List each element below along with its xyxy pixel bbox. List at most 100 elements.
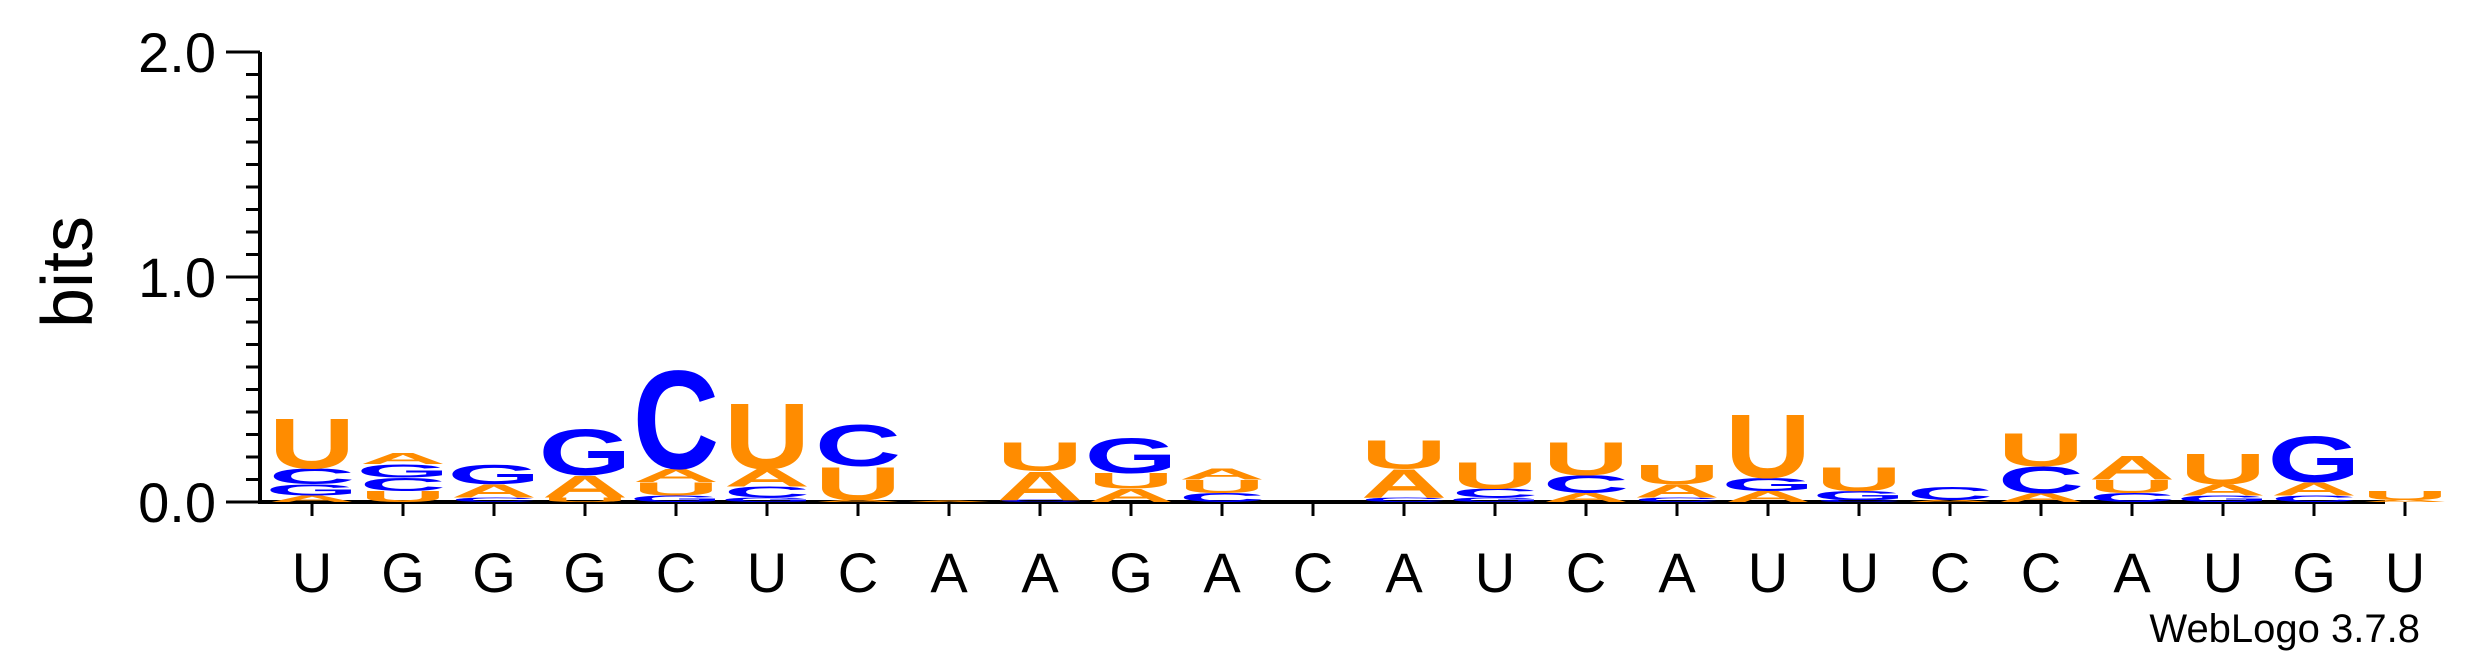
x-tick-label: U xyxy=(2385,541,2425,604)
logo-letter-u: U xyxy=(542,496,628,503)
logo-letter-c: C xyxy=(1179,491,1265,505)
x-tick-label: G xyxy=(381,541,425,604)
axes: 0.0 1.0 2.0 xyxy=(138,21,2385,534)
x-tick-label: A xyxy=(930,541,968,604)
logo-letter-a: A xyxy=(815,499,901,502)
logo-letter-a: A xyxy=(1179,466,1265,483)
logo-letter-g: G xyxy=(1722,474,1815,495)
logo-letter-u: U xyxy=(1088,469,1174,493)
y-axis-label: bits xyxy=(28,216,108,328)
x-tick-label: U xyxy=(1748,541,1788,604)
logo-letter-u: U xyxy=(633,479,719,500)
x-tick-label: A xyxy=(1203,541,1241,604)
x-tick-label: A xyxy=(1385,541,1423,604)
logo-letter-a: A xyxy=(1907,499,1993,502)
logo-letter-a: A xyxy=(2271,479,2357,500)
logo-letter-a: A xyxy=(1634,481,1720,502)
logo-letter-a: A xyxy=(1998,491,2084,505)
logo-letter-c: C xyxy=(1543,471,1629,499)
logo-letter-g: G xyxy=(448,459,541,490)
logo-letter-a: A xyxy=(633,465,719,486)
logo-letter-a: A xyxy=(269,493,355,504)
logo-letter-c: C xyxy=(2089,491,2175,505)
logo-letter-u: U xyxy=(1725,396,1811,497)
logo-letter-u: U xyxy=(1634,459,1720,490)
x-tick-label: U xyxy=(1839,541,1879,604)
logo-letter-c: C xyxy=(724,484,810,501)
logo-letter-c: C xyxy=(1907,483,1993,504)
logo-letter-c: C xyxy=(1634,496,1720,503)
logo-letter-g: G xyxy=(721,496,814,503)
logo-letter-a: A xyxy=(1088,485,1174,506)
x-tick-label: C xyxy=(1566,541,1606,604)
logo-letter-a: A xyxy=(542,469,628,504)
x-tick-label: U xyxy=(1475,541,1515,604)
logo-letter-a: A xyxy=(360,450,446,467)
logo-letter-u: U xyxy=(1361,431,1447,477)
logo-letter-g: G xyxy=(2268,423,2361,496)
x-tick-label: G xyxy=(563,541,607,604)
logo-letter-u: U xyxy=(1179,476,1265,497)
logo-letter-g: G xyxy=(630,493,723,504)
logo-letter-a: A xyxy=(997,463,1083,509)
logo-letter-a: A xyxy=(1543,491,1629,505)
x-tick-label: C xyxy=(838,541,878,604)
logo-letter-a: A xyxy=(2362,499,2448,502)
logo-letter-u: U xyxy=(2089,476,2175,497)
x-tick-label: G xyxy=(2292,541,2336,604)
logo-letter-u: U xyxy=(2180,445,2266,494)
y-tick-label: 2.0 xyxy=(138,21,216,84)
logo-letter-g: G xyxy=(1449,496,1542,503)
logo-letter-a: A xyxy=(2180,481,2266,498)
logo-letter-a: A xyxy=(1361,461,1447,507)
logo-letter-g: G xyxy=(357,461,450,482)
logo-letter-g: G xyxy=(1085,428,1178,484)
logo-letter-u: U xyxy=(360,488,446,505)
weblogo-credit: WebLogo 3.7.8 xyxy=(2149,607,2420,651)
logo-letter-g: G xyxy=(1813,488,1906,502)
x-tick-label: A xyxy=(1021,541,1059,604)
logo-letter-c: C xyxy=(451,496,537,503)
logo-letter-u: U xyxy=(1998,424,2084,476)
x-tick-label: G xyxy=(1109,541,1153,604)
logo-letter-c: C xyxy=(1998,459,2084,501)
logo-letter-g: G xyxy=(266,481,359,498)
logo-letter-u: U xyxy=(997,434,1083,480)
x-tick-label: C xyxy=(1293,541,1333,604)
logo-letter-c: C xyxy=(815,412,901,478)
logo-letter-u: U xyxy=(269,403,355,483)
y-tick-label: 1.0 xyxy=(138,246,216,309)
logo-letter-g: G xyxy=(539,416,632,489)
logo-letter-c: C xyxy=(1816,499,1902,502)
y-tick-label: 0.0 xyxy=(138,471,216,534)
logo-letter-a: A xyxy=(906,501,992,503)
logo-letter-a: A xyxy=(724,464,810,492)
logo-letter-c: C xyxy=(2271,493,2357,504)
logo-letter-a: A xyxy=(2089,448,2175,487)
logo-letter-u: U xyxy=(724,384,810,489)
x-tick-label: A xyxy=(1658,541,1696,604)
x-tick-label: C xyxy=(2021,541,2061,604)
logo-letter-u: U xyxy=(1543,433,1629,485)
logo-letter-a: A xyxy=(451,481,537,502)
x-tick-label: U xyxy=(747,541,787,604)
logo-letter-c: C xyxy=(633,341,719,498)
logo-letter-c: C xyxy=(997,499,1083,502)
logo-letter-g: G xyxy=(2177,493,2270,504)
logo-letter-u: U xyxy=(2362,488,2448,502)
logo-letter-u: U xyxy=(1452,455,1538,497)
x-tick-label: U xyxy=(292,541,332,604)
x-tick-label: C xyxy=(656,541,696,604)
logo-letter-c: C xyxy=(360,474,446,495)
x-tick-label: U xyxy=(2203,541,2243,604)
logo-letter-c: C xyxy=(269,464,355,488)
logo-letter-u: U xyxy=(1816,459,1902,498)
x-tick-label: C xyxy=(1930,541,1970,604)
logo-letter-c: C xyxy=(1361,496,1447,503)
x-tick-label: G xyxy=(472,541,516,604)
logo-letter-c: C xyxy=(1452,486,1538,500)
logo-letter-u: U xyxy=(815,458,901,510)
